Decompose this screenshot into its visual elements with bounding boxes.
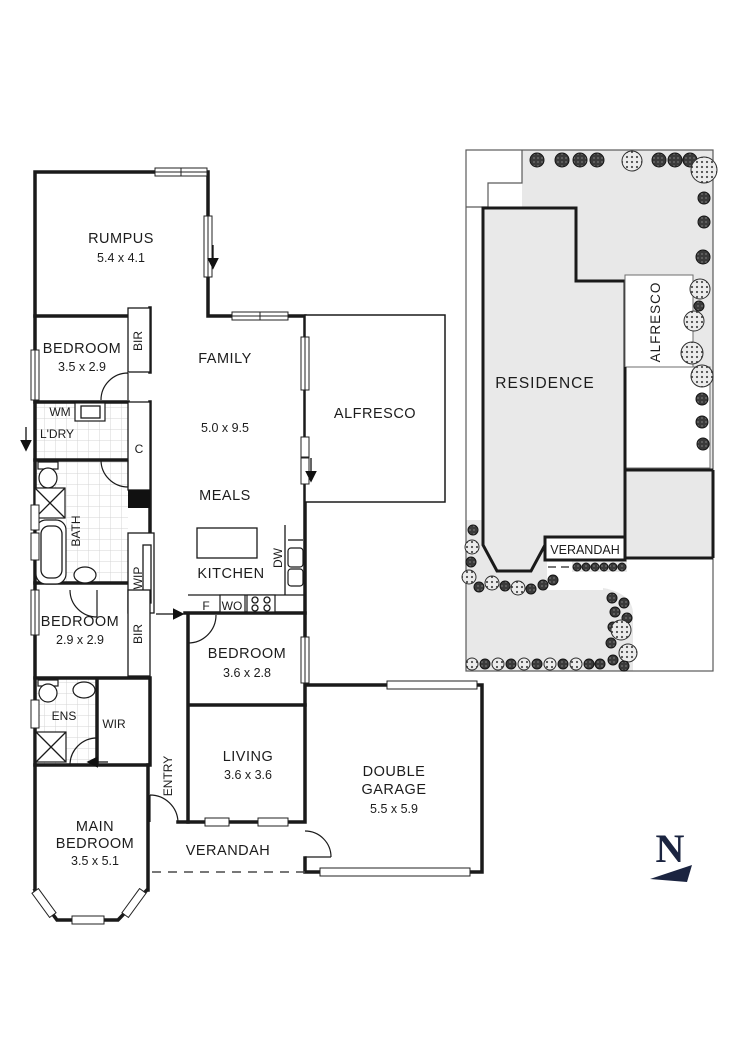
burner-icon: [251, 604, 259, 612]
floor-plan: RUMPUS 5.4 x 4.1 BEDROOM 3.5 x 2.9 FAMIL…: [20, 167, 484, 925]
boundary-notch: [466, 150, 523, 208]
bedroom2-label: BEDROOM: [41, 614, 119, 630]
wall-oven-box: [219, 594, 246, 613]
wm-label: WM: [49, 405, 70, 419]
dw-label: DW: [271, 547, 285, 568]
site-verandah-label: VERANDAH: [550, 543, 619, 557]
site-plan: RESIDENCE ALFRESCO VERANDAH: [461, 149, 718, 672]
alfresco-label: ALFRESCO: [334, 406, 416, 422]
built-in-robe-2: [127, 589, 151, 677]
rumpus-dims: 5.4 x 4.1: [97, 251, 145, 265]
bir2-label: BIR: [131, 624, 145, 644]
garage-label-2: GARAGE: [361, 782, 426, 798]
burner-icon: [263, 596, 271, 604]
wip-label: WIP: [131, 567, 145, 590]
family-dims: 5.0 x 9.5: [201, 421, 249, 435]
fixture-labels: BIR WM L'DRY C BATH WIP DW F WO BIR ENS …: [40, 331, 285, 731]
main-bedroom-label-2: BEDROOM: [56, 836, 134, 852]
kitchen-label: KITCHEN: [197, 566, 264, 582]
verandah-label: VERANDAH: [186, 843, 271, 859]
meals-label: MEALS: [199, 488, 251, 504]
garage-label-1: DOUBLE: [363, 764, 426, 780]
site-alfresco-label: ALFRESCO: [648, 282, 663, 363]
garage-door-rear: [386, 680, 478, 690]
site-boundary: [465, 149, 714, 672]
washing-machine-tub: [80, 405, 101, 419]
bedroom3-door: [187, 614, 217, 644]
bedroom3-label: BEDROOM: [208, 646, 286, 662]
north-pointer-icon: [650, 865, 692, 882]
court-walls: [623, 367, 715, 560]
kitchen-fixtures: [188, 525, 305, 613]
garage-side-door: [304, 830, 332, 858]
living-label: LIVING: [223, 749, 274, 765]
windows: [30, 167, 478, 925]
toilet-icon: [38, 683, 58, 703]
wc-door: [100, 459, 129, 488]
bathroom-fixtures: [34, 461, 97, 585]
main-bedroom-dims: 3.5 x 5.1: [71, 854, 119, 868]
bedroom3-dims: 3.6 x 2.8: [223, 666, 271, 680]
rumpus-label: RUMPUS: [88, 231, 154, 247]
family-label: FAMILY: [198, 351, 252, 367]
sink-bowl: [287, 568, 304, 587]
ensuite-fixtures: [35, 679, 96, 763]
vanity-basin: [72, 681, 96, 699]
living-dims: 3.6 x 3.6: [224, 768, 272, 782]
tree-icon: [690, 156, 718, 184]
bedroom1-label: BEDROOM: [43, 341, 121, 357]
washing-machine: [74, 402, 106, 422]
front-door: [149, 794, 179, 823]
wir-label: WIR: [102, 717, 126, 731]
storage-units: [127, 307, 155, 677]
burner-icon: [263, 604, 271, 612]
laundry-fixtures: [74, 402, 106, 422]
bedroom1-door: [100, 372, 129, 401]
cupboard-label: C: [135, 442, 144, 456]
ens-label: ENS: [52, 709, 77, 723]
garage-door-front: [319, 867, 471, 877]
cooktop: [246, 594, 276, 613]
bathtub-inner: [40, 525, 63, 579]
kitchen-island: [196, 527, 258, 559]
burner-icon: [251, 596, 259, 604]
fridge-label: F: [202, 599, 209, 613]
site-verandah-box: [543, 535, 627, 562]
bath-label: BATH: [69, 515, 83, 546]
landscaping: [461, 150, 718, 672]
bir1-label: BIR: [131, 331, 145, 351]
bedroom2-door: [69, 589, 98, 618]
built-in-robe-1: [127, 307, 151, 373]
garage-dims: 5.5 x 5.9: [370, 802, 418, 816]
toilet-icon: [38, 467, 58, 489]
main-bedroom-label-1: MAIN: [76, 819, 114, 835]
shower-cross: [35, 731, 67, 763]
door-arrows: [20, 245, 317, 768]
bedroom1-dims: 3.5 x 2.9: [58, 360, 106, 374]
residence-label: RESIDENCE: [495, 375, 594, 392]
sink-bowl: [287, 547, 304, 568]
bedroom2-dims: 2.9 x 2.9: [56, 633, 104, 647]
north-letter: N: [656, 826, 685, 871]
ldry-label: L'DRY: [40, 427, 74, 441]
wall-oven-label: WO: [222, 599, 243, 613]
vanity-basin: [73, 566, 97, 584]
room-labels: RUMPUS 5.4 x 4.1 BEDROOM 3.5 x 2.9 FAMIL…: [41, 231, 426, 868]
doors: [69, 372, 332, 858]
north-arrow: N: [650, 826, 692, 882]
driveway: [466, 590, 603, 671]
shower-cross: [34, 487, 66, 519]
alfresco-outline: [304, 314, 446, 503]
cupboard-solid: [128, 490, 150, 508]
entry-label: ENTRY: [161, 756, 175, 796]
